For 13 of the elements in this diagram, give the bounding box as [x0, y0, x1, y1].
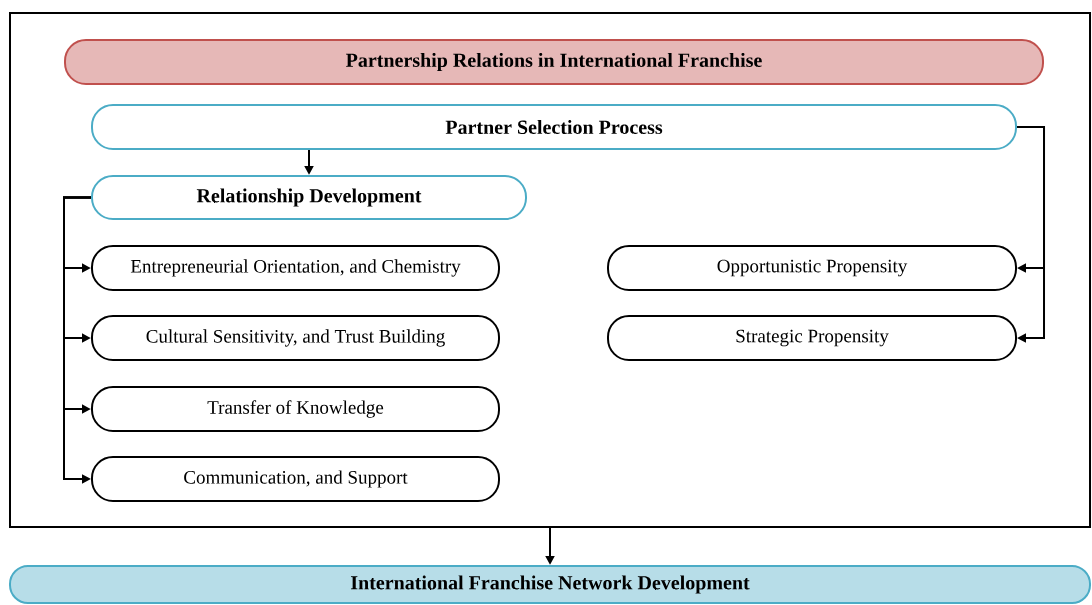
process-pill: Entrepreneurial Orientation, and Chemistry [91, 245, 500, 291]
title-pill: Partnership Relations in International Franchise [64, 39, 1044, 85]
process-pill: Strategic Propensity [607, 315, 1017, 361]
process-pill: Relationship Development [91, 175, 527, 220]
process-pill: Opportunistic Propensity [607, 245, 1017, 291]
arrow [63, 196, 92, 484]
process-pill: Transfer of Knowledge [91, 386, 500, 432]
frame-box [9, 12, 1091, 528]
result-pill: International Franchise Network Development [9, 565, 1091, 604]
process-pill: Communication, and Support [91, 456, 500, 502]
arrow [1016, 126, 1045, 343]
process-pill: Cultural Sensitivity, and Trust Building [91, 315, 500, 361]
process-pill: Partner Selection Process [91, 104, 1017, 150]
